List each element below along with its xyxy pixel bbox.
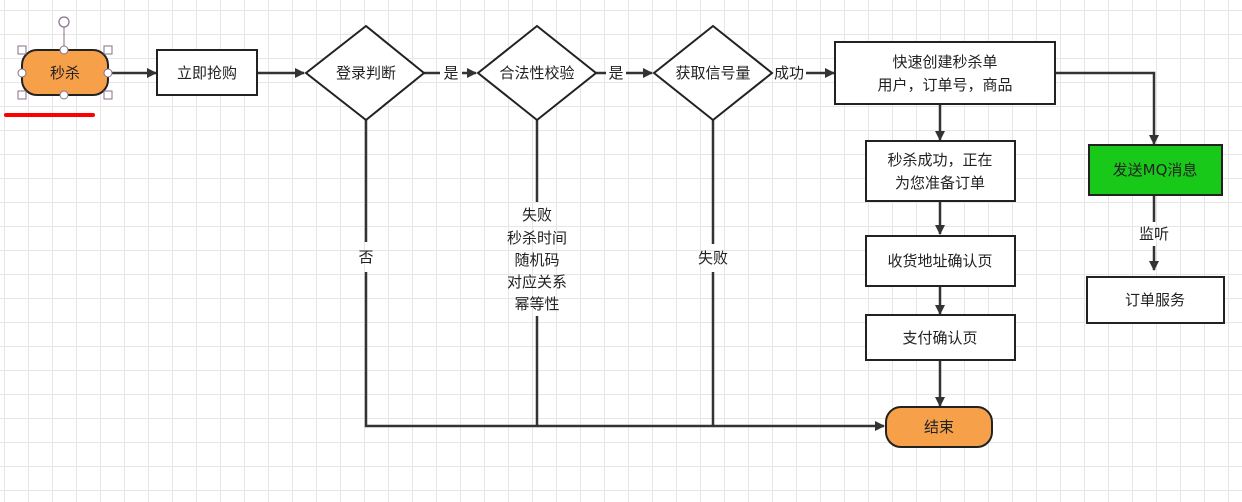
seckill-success-shape[interactable] xyxy=(865,140,1016,202)
create-order-line2: 用户，订单号，商品 xyxy=(877,76,1012,94)
get-semaphore-shape[interactable] xyxy=(652,24,774,122)
seckill-success-line1: 秒杀成功，正在 xyxy=(887,151,992,169)
end-node-label: 结束 xyxy=(924,418,954,436)
node-order-service[interactable]: 订单服务 xyxy=(1086,276,1225,324)
address-confirm-shape[interactable] xyxy=(865,235,1016,287)
node-start[interactable]: 秒杀 xyxy=(17,16,113,100)
edge-label-validity-fail-5: 幂等性 xyxy=(514,295,559,313)
seckill-success-line2: 为您准备订单 xyxy=(895,174,985,192)
selection-handle-bl[interactable] xyxy=(17,90,27,100)
node-seckill-success[interactable]: 秒杀成功，正在 为您准备订单 xyxy=(865,140,1016,202)
node-login-check[interactable]: 登录判断 xyxy=(304,24,426,122)
rotate-handle[interactable] xyxy=(58,16,70,28)
send-mq-label: 发送MQ消息 xyxy=(1113,161,1198,179)
create-order-line1: 快速创建秒杀单 xyxy=(892,53,997,71)
buy-now-shape[interactable] xyxy=(156,49,258,96)
edge-label-semaphore-fail: 失败 xyxy=(698,249,728,267)
node-pay-confirm[interactable]: 支付确认页 xyxy=(865,314,1016,361)
edge-login-no-seg2 xyxy=(364,272,885,431)
selection-handle-tl[interactable] xyxy=(17,45,27,55)
node-end[interactable]: 结束 xyxy=(885,406,993,448)
edge-create-to-mq xyxy=(1056,71,1159,145)
edge-label-validity-fail-1: 失败 xyxy=(522,206,552,224)
node-create-order[interactable]: 快速创建秒杀单 用户，订单号，商品 xyxy=(834,41,1056,105)
validity-check-label: 合法性校验 xyxy=(499,64,574,82)
node-validity-check[interactable]: 合法性校验 xyxy=(476,24,598,122)
create-order-shape[interactable] xyxy=(834,41,1056,105)
edge-label-validity-fail-4: 对应关系 xyxy=(507,273,567,291)
edges xyxy=(108,68,1159,431)
end-node-shape[interactable] xyxy=(885,406,993,448)
edge-label-login-no: 否 xyxy=(358,248,373,266)
selection-handle-left[interactable] xyxy=(17,68,27,78)
validity-check-shape[interactable] xyxy=(476,24,598,122)
node-send-mq[interactable]: 发送MQ消息 xyxy=(1088,144,1223,196)
node-address-confirm[interactable]: 收货地址确认页 xyxy=(865,235,1016,287)
start-node-label: 秒杀 xyxy=(50,64,80,82)
selection-handle-top[interactable] xyxy=(59,45,69,55)
edge-label-semaphore-success: 成功 xyxy=(774,64,804,82)
send-mq-shape[interactable] xyxy=(1088,144,1223,196)
pay-confirm-shape[interactable] xyxy=(865,314,1016,361)
edge-label-validity-fail-3: 随机码 xyxy=(514,251,559,269)
address-confirm-label: 收货地址确认页 xyxy=(887,252,992,270)
buy-now-label: 立即抢购 xyxy=(177,64,237,82)
login-check-shape[interactable] xyxy=(304,24,426,122)
pay-confirm-label: 支付确认页 xyxy=(902,329,977,347)
node-get-semaphore[interactable]: 获取信号量 xyxy=(652,24,774,122)
order-service-label: 订单服务 xyxy=(1125,291,1185,309)
selection-handle-right[interactable] xyxy=(103,68,113,78)
selection-handle-tr[interactable] xyxy=(103,45,113,55)
edge-label-login-yes: 是 xyxy=(443,64,458,82)
edge-label-validity-yes: 是 xyxy=(608,64,623,82)
selection-handle-br[interactable] xyxy=(103,90,113,100)
edge-label-mq-listen: 监听 xyxy=(1139,225,1169,243)
order-service-shape[interactable] xyxy=(1086,276,1225,324)
selection-handle-bottom[interactable] xyxy=(59,90,69,100)
login-check-label: 登录判断 xyxy=(336,64,396,82)
get-semaphore-label: 获取信号量 xyxy=(675,64,750,82)
edge-label-validity-fail-2: 秒杀时间 xyxy=(507,229,567,247)
node-buy-now[interactable]: 立即抢购 xyxy=(156,49,258,96)
